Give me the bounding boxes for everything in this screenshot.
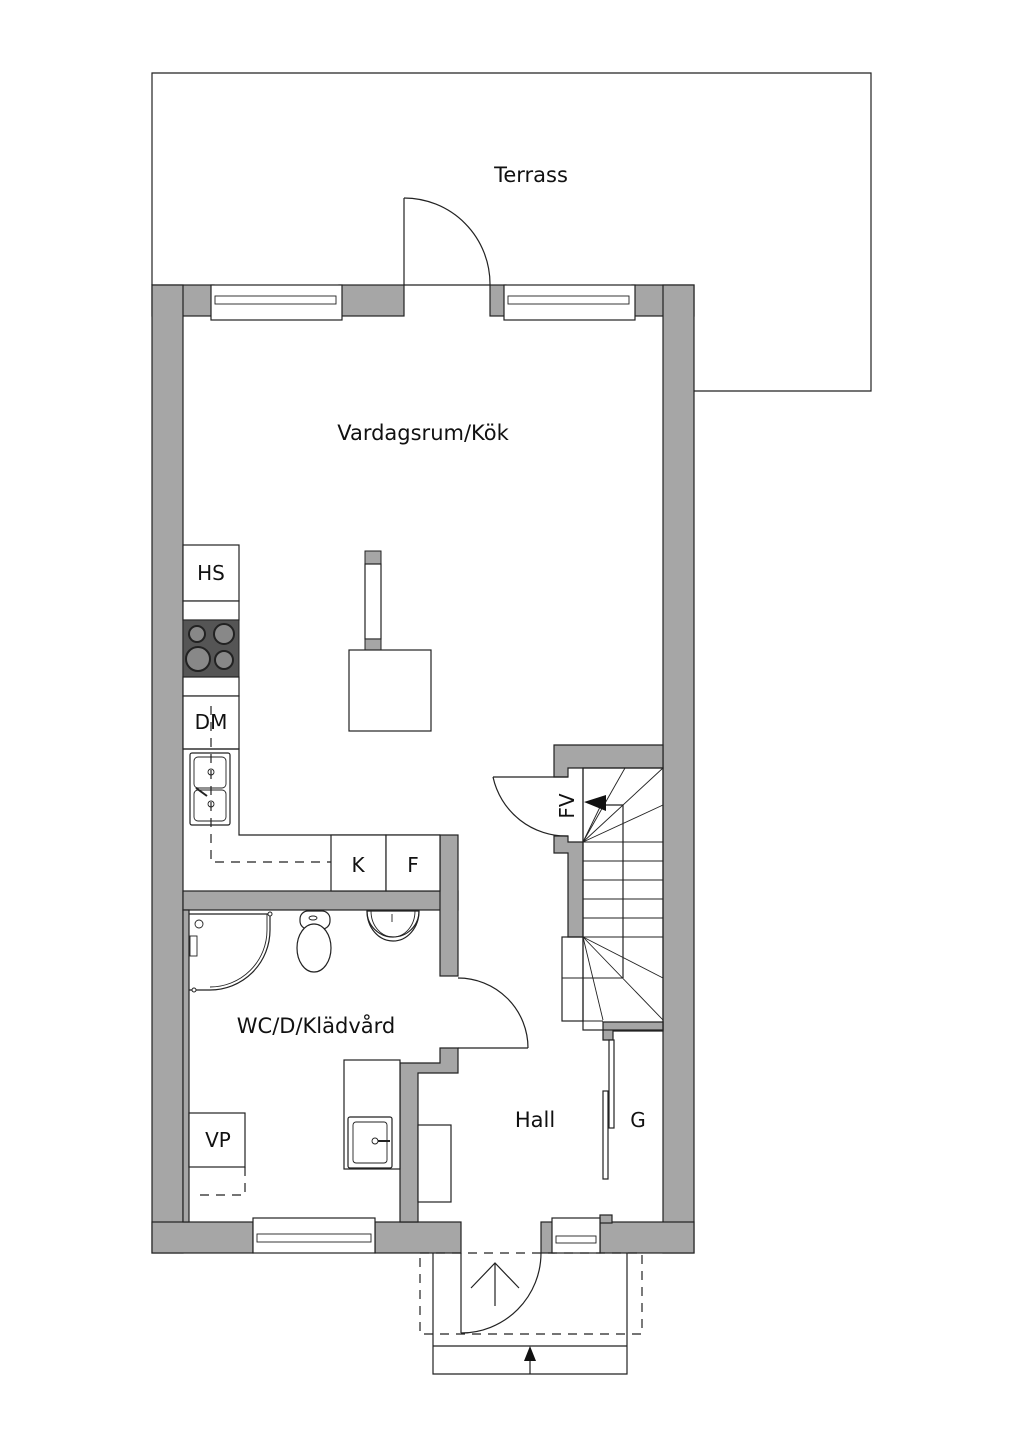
room-label-living-kitchen: Vardagsrum/Kök	[337, 421, 509, 445]
wall	[374, 1221, 462, 1254]
wall	[439, 834, 459, 977]
wall	[338, 284, 405, 317]
window-top-left	[210, 284, 343, 321]
wall-stair-top	[553, 744, 664, 778]
step-arrow-icon	[524, 1346, 536, 1374]
room-label-hall: Hall	[515, 1108, 555, 1132]
fridge-freezer-hs	[182, 544, 240, 602]
fixture-label-f: F	[407, 853, 419, 877]
wall	[151, 1221, 254, 1254]
room-label-wc-laundry: WC/D/Klädvård	[237, 1013, 395, 1038]
wall	[602, 1021, 664, 1041]
fridge-k	[330, 834, 387, 892]
entrance-canopy-outline	[419, 1252, 643, 1335]
fixture-label-k: K	[351, 853, 365, 877]
heat-pump-vp	[188, 1112, 246, 1168]
fixture-label-fv: FV	[555, 793, 579, 819]
window-top-right	[503, 284, 636, 321]
wall-kitchen-wc	[182, 890, 459, 911]
staircase[interactable]	[561, 767, 664, 1031]
entrance-door[interactable]	[460, 1252, 542, 1334]
fixture-label-vp: VP	[205, 1128, 231, 1152]
wall-right	[662, 284, 695, 1254]
shower-icon	[189, 911, 273, 993]
hall-bench	[417, 1124, 452, 1203]
heat-pump-dashed-line	[197, 1167, 246, 1196]
wall-left	[151, 284, 184, 1254]
fixture-label-g: G	[630, 1108, 646, 1132]
counter	[182, 600, 240, 621]
wall	[182, 909, 190, 1223]
wall-stair-left	[553, 835, 584, 938]
terrace-door[interactable]	[403, 197, 491, 286]
window-bottom-right	[551, 1217, 601, 1254]
wall	[599, 1214, 613, 1224]
closet-sliding-doors[interactable]	[602, 1039, 615, 1180]
freezer-f	[385, 834, 441, 892]
stove-icon	[182, 619, 240, 678]
counter-dashed-line	[210, 706, 331, 863]
window-bottom-left	[252, 1217, 376, 1254]
wall-wc-hall	[399, 1047, 459, 1223]
fixture-label-hs: HS	[197, 561, 225, 585]
utility-cabinet-door[interactable]	[492, 776, 569, 837]
entry-direction-arrow-icon	[470, 1262, 520, 1306]
wc-door[interactable]	[457, 976, 529, 1049]
counter	[182, 676, 240, 697]
toilet-icon	[296, 910, 332, 973]
kitchen-sink-icon	[189, 752, 231, 826]
kitchen-island	[348, 550, 432, 732]
utility-sink	[343, 1059, 401, 1170]
room-label-terrace: Terrass	[493, 163, 568, 187]
terrace-outline	[151, 72, 872, 392]
fixture-label-dm: DM	[195, 710, 228, 734]
stair-direction-arrow-icon	[582, 795, 606, 843]
wall	[599, 1221, 695, 1254]
wash-basin-icon	[366, 910, 420, 942]
